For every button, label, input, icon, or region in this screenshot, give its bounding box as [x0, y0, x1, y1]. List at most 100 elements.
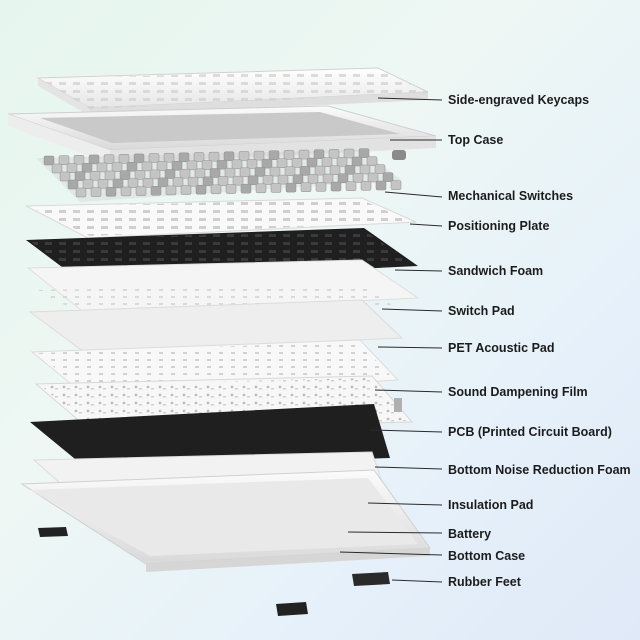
- switch: [276, 158, 288, 168]
- leader-line: [384, 191, 443, 198]
- switch: [149, 169, 161, 180]
- leader-line: [377, 97, 443, 101]
- switch: [171, 160, 183, 171]
- label-top-case: Top Case: [448, 133, 504, 147]
- switch: [253, 150, 265, 161]
- switch: [313, 149, 325, 159]
- switch: [111, 162, 123, 172]
- switch: [351, 156, 363, 167]
- switch: [150, 186, 162, 196]
- label-battery: Battery: [448, 527, 492, 541]
- switch: [216, 159, 228, 170]
- switch: [126, 162, 138, 172]
- switch: [268, 150, 280, 160]
- switch: [277, 174, 289, 185]
- switch: [119, 170, 131, 180]
- leader-line: [381, 308, 443, 312]
- switch: [165, 185, 177, 196]
- switch: [375, 180, 387, 191]
- switch: [321, 157, 333, 167]
- switch: [112, 178, 124, 189]
- switch: [291, 158, 303, 168]
- switch: [133, 153, 145, 164]
- switch: [247, 175, 259, 186]
- switch: [105, 187, 117, 197]
- label-keycaps: Side-engraved Keycaps: [448, 93, 590, 107]
- switch: [194, 168, 206, 179]
- switch: [299, 166, 311, 176]
- switch: [359, 164, 371, 175]
- switch: [51, 163, 63, 174]
- switch: [172, 177, 184, 187]
- label-bottom-case: Bottom Case: [448, 549, 526, 563]
- switch: [292, 174, 304, 184]
- switch: [210, 184, 222, 195]
- label-bottom-noise-reduction-foam: Bottom Noise Reduction Foam: [448, 463, 631, 477]
- switch: [118, 154, 130, 164]
- switch: [382, 172, 394, 182]
- switch: [66, 163, 78, 173]
- pet-acoustic-pad-layer: [28, 299, 404, 353]
- switch: [315, 182, 327, 192]
- switch: [58, 155, 70, 165]
- switch: [232, 175, 244, 186]
- switch: [88, 154, 100, 165]
- switch: [178, 152, 190, 163]
- switch: [156, 161, 168, 171]
- switch: [208, 151, 220, 162]
- label-sandwich-foam: Sandwich Foam: [448, 264, 544, 278]
- leader-line: [391, 579, 443, 583]
- bottom-case-layer: [20, 469, 431, 572]
- switch: [59, 171, 71, 182]
- switch: [67, 179, 79, 190]
- switch: [269, 166, 281, 177]
- switch: [328, 149, 340, 159]
- switch: [134, 170, 146, 180]
- switch: [330, 181, 342, 192]
- switch: [238, 151, 250, 161]
- switch: [322, 173, 334, 184]
- switch: [298, 149, 310, 160]
- switch: [90, 187, 102, 197]
- switch: [345, 181, 357, 191]
- switch: [164, 169, 176, 179]
- switch: [285, 182, 297, 193]
- leader-line: [367, 502, 443, 506]
- switch: [157, 177, 169, 188]
- switch: [75, 187, 87, 198]
- switch: [73, 155, 85, 165]
- leader-line: [374, 389, 443, 393]
- switch: [141, 161, 153, 172]
- switch: [283, 150, 295, 160]
- switch: [179, 168, 191, 179]
- switch: [104, 170, 116, 181]
- leader-line: [369, 429, 443, 433]
- switch: [224, 167, 236, 178]
- switch: [300, 182, 312, 192]
- switch: [225, 184, 237, 194]
- switch: [254, 167, 266, 177]
- switch: [240, 183, 252, 194]
- label-switch-pad: Switch Pad: [448, 304, 515, 318]
- switch: [209, 168, 221, 178]
- switch: [255, 183, 267, 194]
- switch: [261, 158, 273, 169]
- switch: [306, 157, 318, 168]
- switch: [96, 162, 108, 173]
- switch: [358, 148, 370, 158]
- switch: [344, 165, 356, 175]
- rubber-feet-part: [276, 572, 390, 616]
- leader-line: [347, 531, 443, 534]
- bottom-noise-foam-layer: [30, 404, 390, 468]
- switch: [81, 163, 93, 173]
- label-positioning-plate: Positioning Plate: [448, 219, 550, 233]
- switch: [336, 157, 348, 167]
- switch: [103, 154, 115, 164]
- leader-line: [377, 346, 443, 349]
- mechanical-switches-layer: [36, 148, 402, 202]
- switch: [148, 153, 160, 163]
- switch: [329, 165, 341, 175]
- switch: [135, 186, 147, 196]
- switch: [307, 174, 319, 184]
- switch: [82, 179, 94, 189]
